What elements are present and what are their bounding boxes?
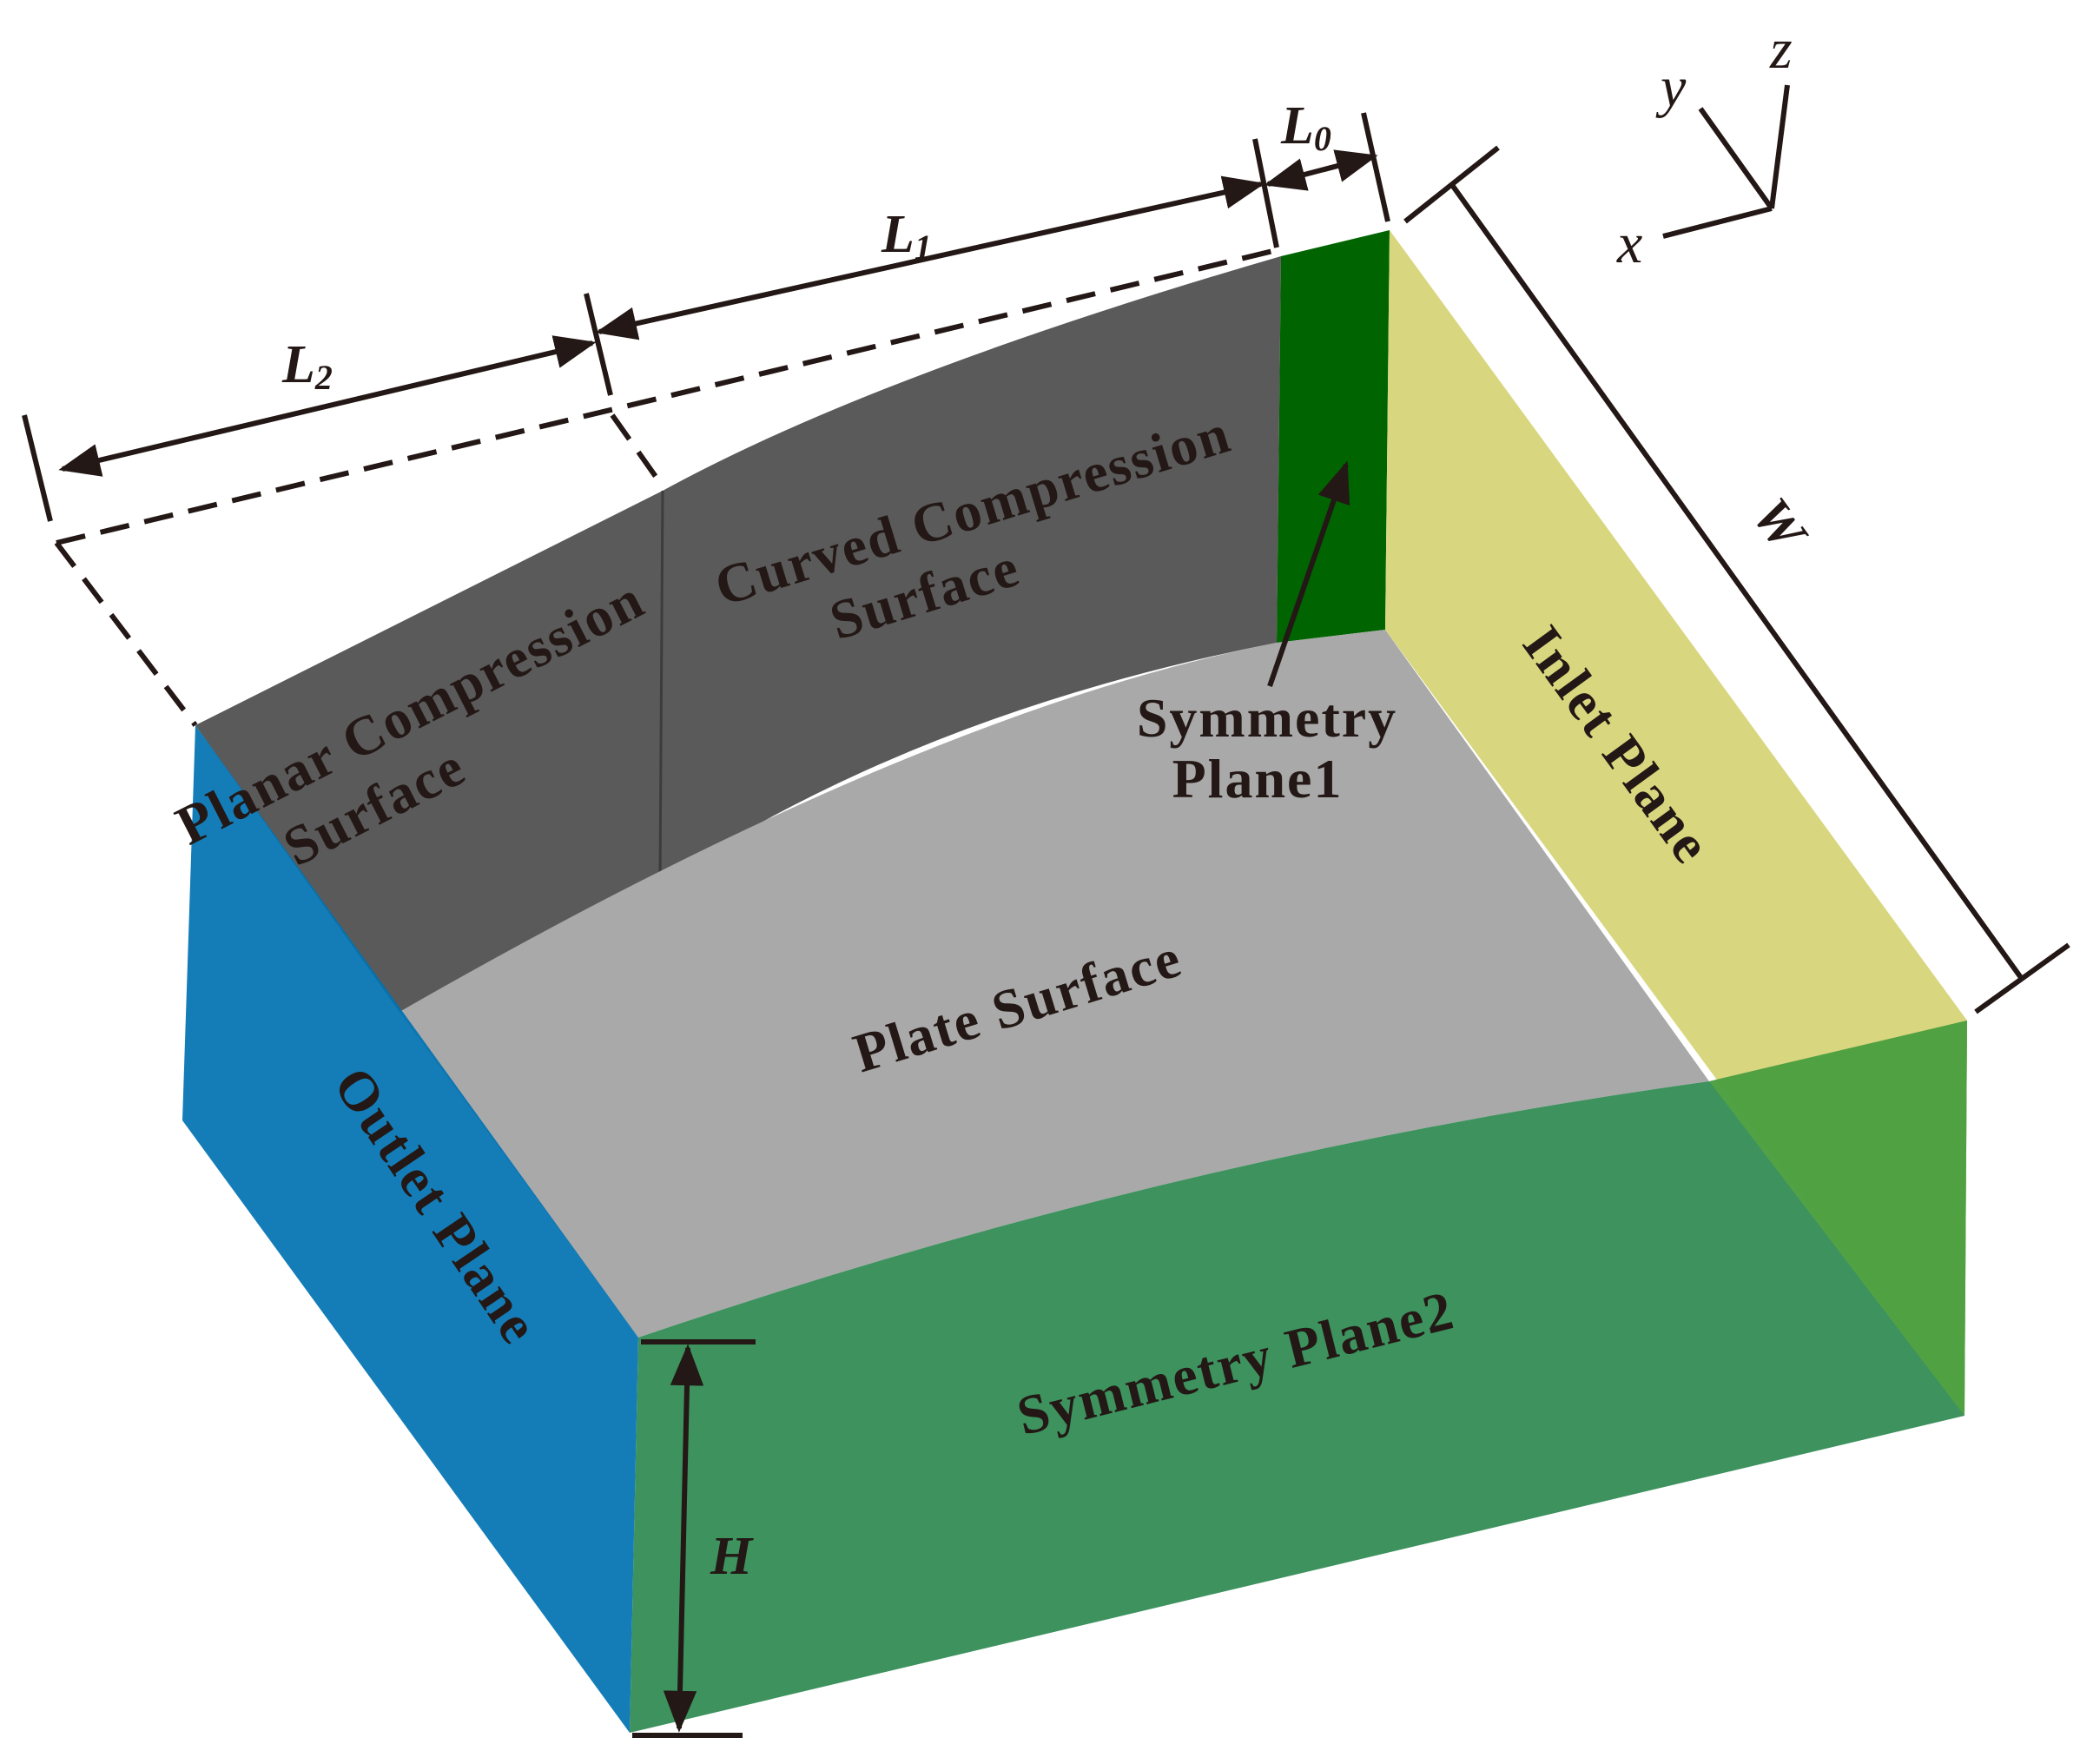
coordinate-axes: z y x [1616, 17, 1793, 275]
h-label: H [710, 1527, 754, 1586]
plate-surface [399, 630, 1709, 1338]
curved-compression-surface [663, 256, 1281, 882]
w-tick-top [1403, 145, 1500, 224]
symmetry-plane1-label: Symmetry Plane1 [1137, 687, 1413, 809]
l1-dimension-arrow [595, 175, 1265, 340]
h-dimension-arrow [663, 1344, 704, 1733]
l2-label: L2 [281, 335, 333, 397]
l2-extension-right [584, 293, 613, 396]
l0-label: L0 [1280, 96, 1331, 158]
l0-dimension-arrow [1264, 149, 1378, 191]
symmetry-plane2-right-overlap [1709, 1021, 1967, 1416]
symmetry-plane1-face [1277, 230, 1390, 643]
compression-surface-divider [658, 490, 664, 882]
z-axis-label: z [1769, 17, 1793, 81]
l2-extension-left [22, 414, 53, 522]
l1-extension-right [1252, 138, 1279, 248]
dashed-divider-edge [610, 413, 665, 488]
w-dimension-line [1449, 183, 2024, 981]
dashed-left-edge [54, 541, 198, 727]
outlet-plane-face [182, 725, 638, 1733]
x-axis-label: x [1616, 212, 1642, 275]
symmetry-plane2-face [630, 1021, 1967, 1733]
l1-label: L1 [881, 205, 932, 267]
w-label: W [1740, 487, 1819, 564]
symmetry-plane1-pointer [1267, 460, 1350, 687]
y-axis-label: y [1655, 56, 1687, 119]
l2-dimension-arrow [58, 335, 597, 477]
planar-compression-surface [195, 491, 663, 1012]
l0-extension-right [1361, 112, 1390, 222]
